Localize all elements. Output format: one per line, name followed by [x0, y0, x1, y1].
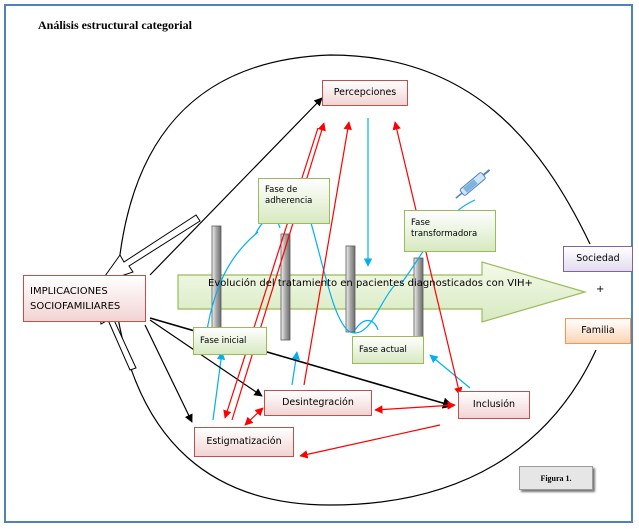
node-inclusion: Inclusión	[458, 391, 530, 419]
diagram-title: Análisis estructural categorial	[38, 18, 192, 32]
fase-adherencia-label: Fase de adherencia	[265, 185, 313, 206]
node-percepciones: Percepciones	[322, 80, 408, 106]
blue-up-desintegracion	[291, 351, 301, 386]
red-arrow-incl-estig	[299, 424, 441, 459]
node-familia: Familia	[565, 318, 631, 344]
red-arrow-estig-percep	[231, 122, 326, 421]
main-arrow-label: Evolución del tratamiento en pacientes d…	[208, 278, 533, 289]
black-arrow-to-percepciones	[149, 97, 323, 276]
blue-wave-3	[299, 189, 396, 334]
fase-transformadora-label: Fase transformadora	[411, 218, 478, 239]
node-sociedad: Sociedad	[563, 246, 633, 272]
node-fase-actual: Fase actual	[352, 336, 424, 364]
node-implicaciones-sociofamiliares: IMPLICACIONES SOCIOFAMILIARES	[23, 275, 146, 322]
hollow-arrow-upper	[98, 214, 201, 284]
red-arrow-incl-percep	[392, 121, 463, 396]
node-estigmatizacion: Estigmatización	[194, 427, 294, 457]
blue-wave-1	[206, 231, 259, 331]
syringe-icon	[455, 169, 491, 199]
node-desintegracion: Desintegración	[264, 390, 372, 416]
node-fase-adherencia: Fase de adherencia	[258, 178, 330, 224]
phase-bar-4	[413, 257, 424, 345]
implicaciones-line2: SOCIOFAMILIARES	[30, 300, 121, 312]
blue-up-estigmatizacion	[212, 351, 226, 421]
red-arrow-percep-estig	[223, 127, 319, 419]
blue-wave-5	[354, 320, 379, 331]
figure-label: Figura 1.	[519, 466, 593, 490]
implicaciones-line1: IMPLICACIONES	[30, 285, 108, 297]
plus-sign: +	[596, 284, 605, 295]
upper-outer-curve	[117, 54, 591, 273]
red-arrow-desint-incl	[374, 401, 456, 414]
node-fase-transformadora: Fase transformadora	[404, 210, 496, 252]
main-evolution-arrow	[177, 261, 588, 323]
lower-outer-curve	[117, 317, 597, 506]
black-arrow-to-estigmatizacion	[144, 324, 193, 423]
blue-up-inclusion	[429, 354, 471, 389]
red-arrow-desint-percep	[303, 121, 352, 386]
phase-bar-3	[345, 245, 356, 333]
red-arrow-desint-estig	[244, 407, 264, 426]
node-fase-inicial: Fase inicial	[193, 327, 267, 355]
phase-bar-2	[280, 233, 291, 341]
